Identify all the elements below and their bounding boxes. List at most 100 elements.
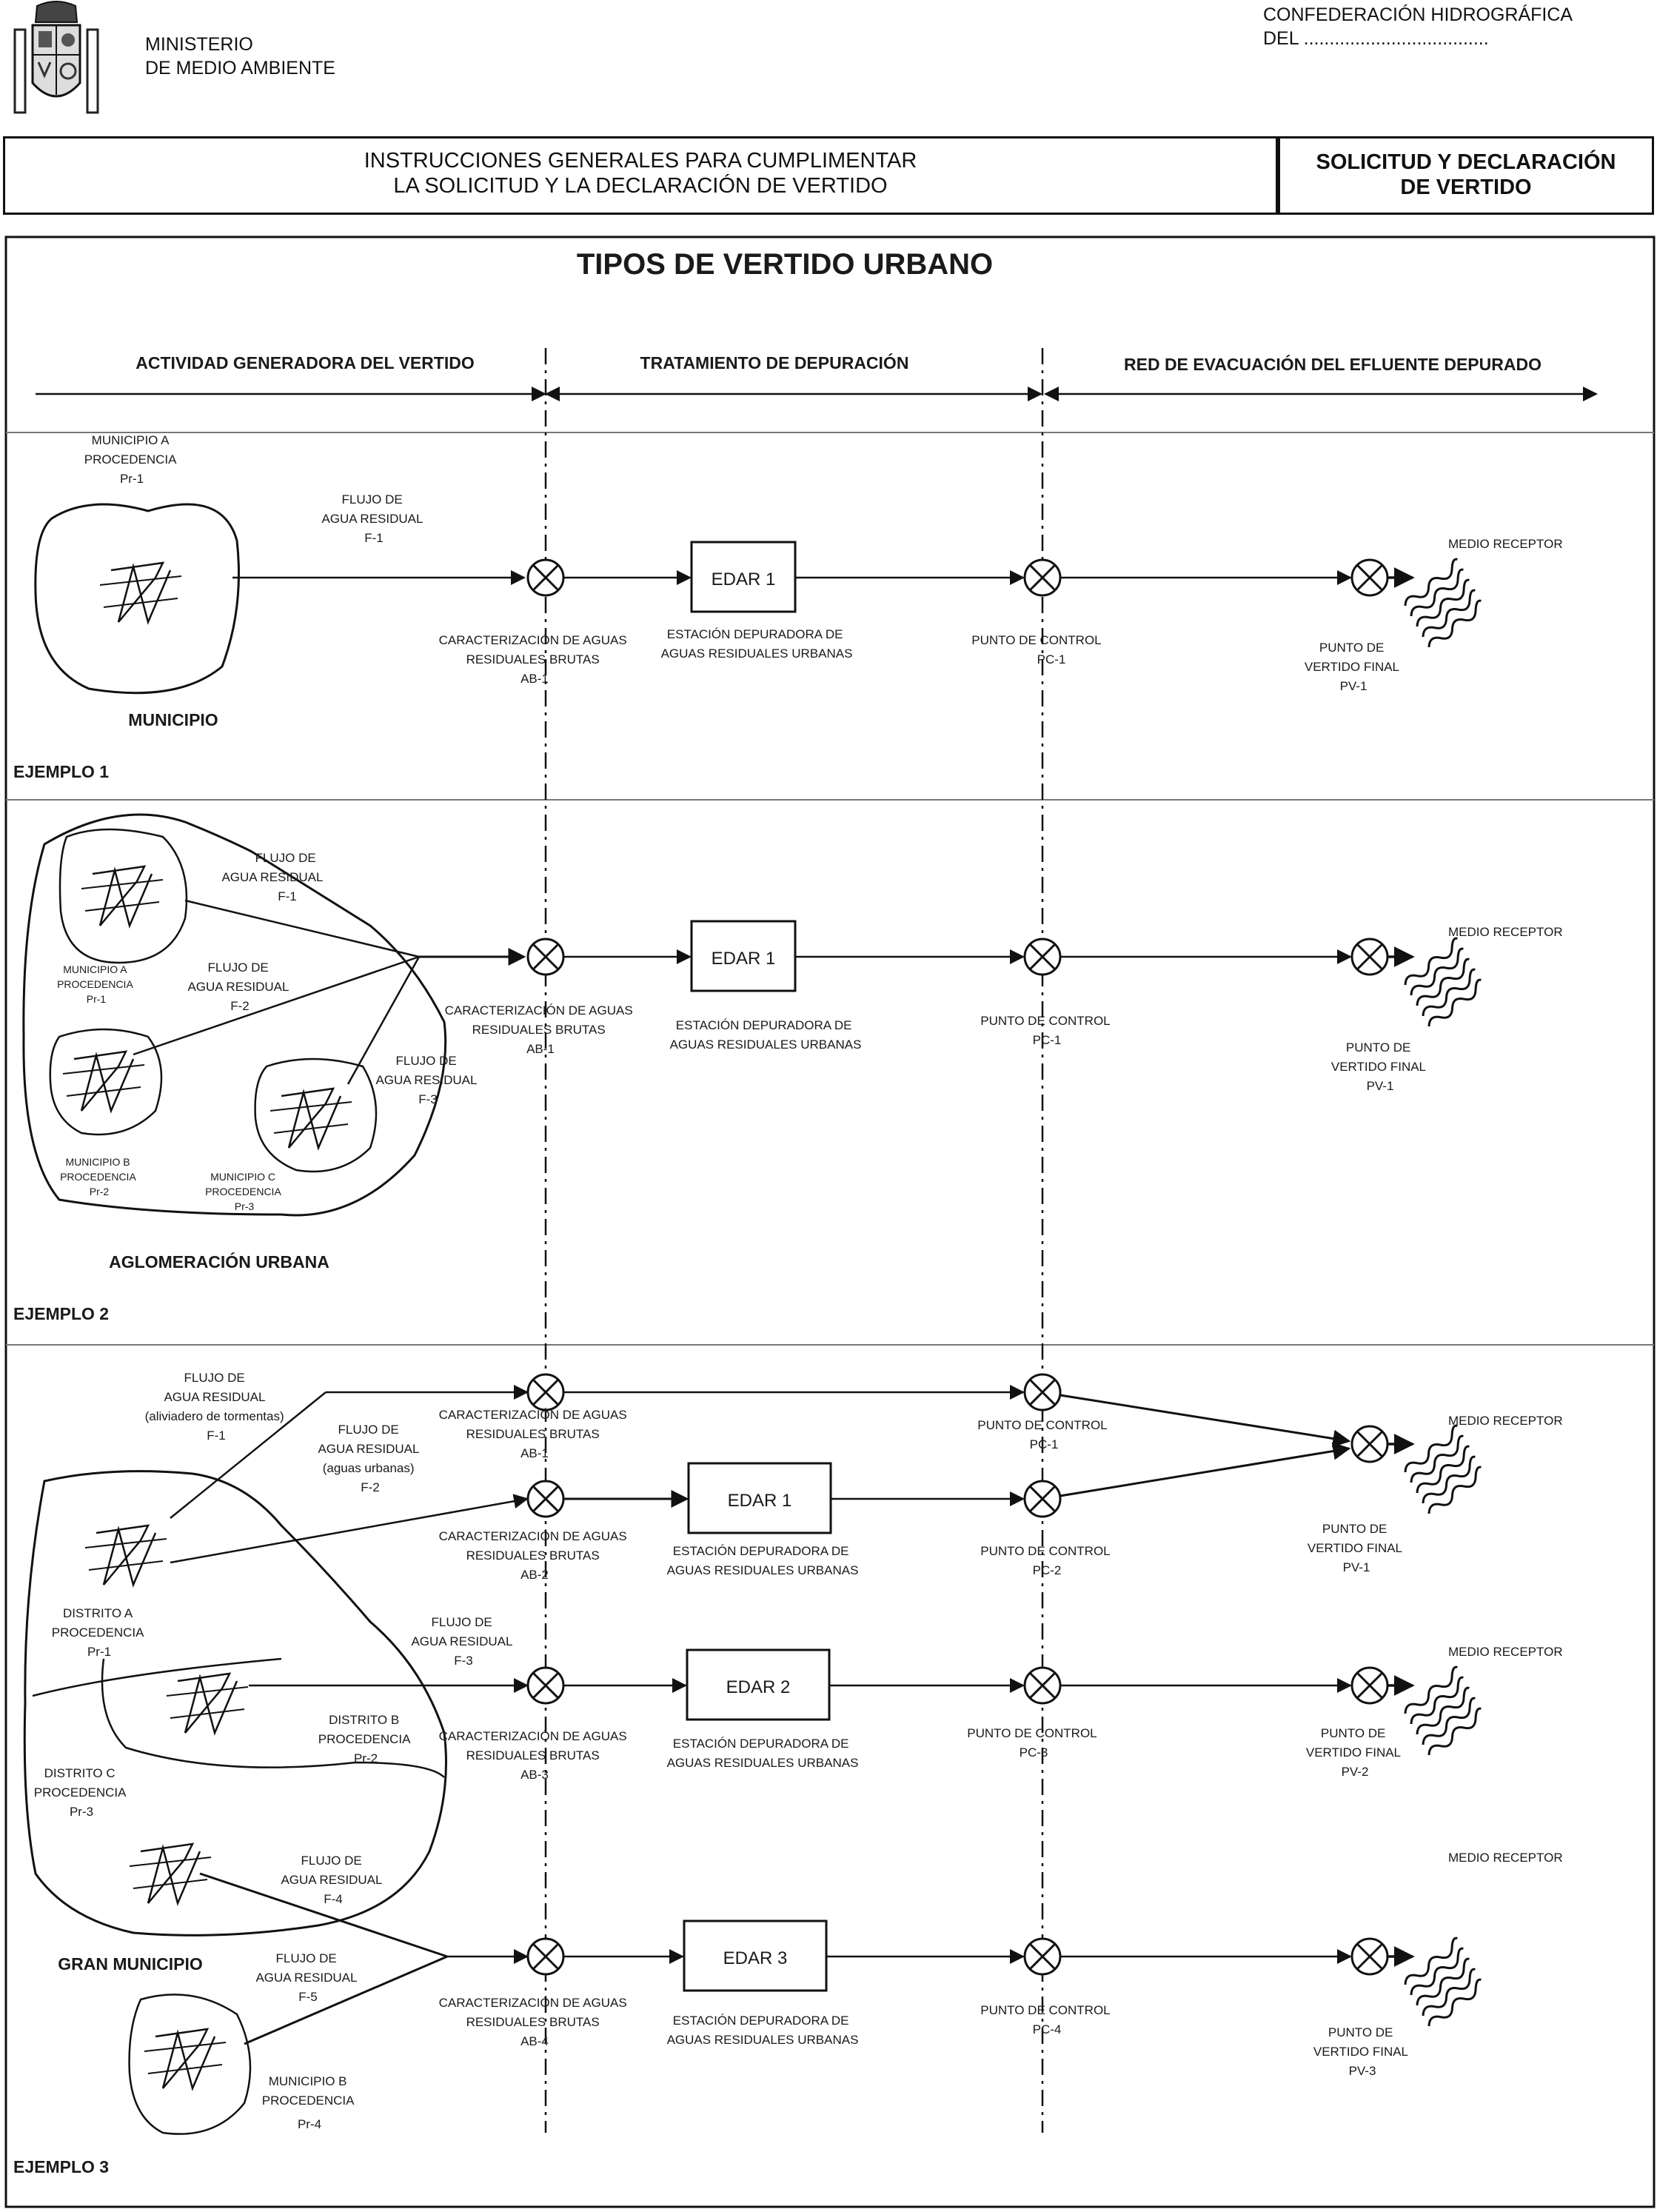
final-discharge-node [1350, 1666, 1389, 1705]
characterization-point-node [526, 1666, 565, 1705]
flow-label-f1: FLUJO DE AGUA RESIDUAL (aliviadero de to… [145, 1371, 288, 1443]
flow-label-f2: FLUJO DE AGUA RESIDUAL (aguas urbanas) F… [318, 1423, 422, 1494]
example-1: MUNICIPIO A PROCEDENCIA Pr-1 MUNICIPIO E… [13, 433, 1563, 781]
instructions-title-line2: LA SOLICITUD Y LA DECLARACIÓN DE VERTIDO [393, 174, 888, 198]
characterization-point-node [526, 558, 565, 597]
flow-line [244, 1955, 448, 2045]
municipality-area-a [58, 828, 188, 964]
flow-line [170, 1494, 529, 1564]
flow-label-f3: FLUJO DE AGUA RESIDUAL F-3 [411, 1615, 515, 1668]
final-discharge-label: PUNTO DE VERTIDO FINAL PV-1 [1331, 1040, 1429, 1093]
characterization-label: CARACTERIZACIÓN DE AGUAS RESIDUALES BRUT… [439, 1529, 631, 1582]
control-point-label: PUNTO DE CONTROL PC-1 [971, 633, 1104, 666]
municipality-area [34, 503, 240, 695]
district-map-icon [128, 1842, 212, 1905]
flow-label: FLUJO DE AGUA RESIDUAL F-1 [321, 492, 426, 545]
municipality-map-icon [143, 2028, 227, 2090]
municipality-map-icon [269, 1087, 353, 1149]
treatment-plant-name: EDAR 3 [723, 1948, 788, 1968]
example-2: MUNICIPIO A PROCEDENCIA Pr-1 MUNICIPIO B… [13, 813, 1563, 1323]
municipality-b-label: MUNICIPIO B PROCEDENCIA Pr-4 [262, 2074, 357, 2131]
flow-line [1060, 1442, 1351, 1497]
flow-line [170, 1391, 327, 1519]
control-point-label: PUNTO DE CONTROL PC-4 [980, 2003, 1113, 2036]
municipality-map-icon [98, 561, 183, 624]
municipality-a-label: MUNICIPIO A PROCEDENCIA Pr-1 [57, 963, 135, 1005]
treatment-plant-label: ESTACIÓN DEPURADORA DE AGUAS RESIDUALES … [667, 2014, 859, 2047]
municipality-b-label: MUNICIPIO B PROCEDENCIA Pr-2 [60, 1156, 138, 1197]
final-discharge-node [1350, 558, 1389, 597]
instructions-header-box [3, 136, 1278, 215]
receiving-water-icon [1402, 1937, 1487, 2030]
confederation-line2: DEL .................................... [1263, 28, 1489, 49]
receiving-medium-label: MEDIO RECEPTOR [1448, 537, 1563, 551]
large-municipality-area [23, 1470, 447, 1937]
district-c-label: DISTRITO C PROCEDENCIA Pr-3 [34, 1766, 129, 1819]
treatment-plant-box [683, 1919, 828, 1992]
receiving-medium-label: MEDIO RECEPTOR [1448, 1851, 1563, 1865]
ministry-name-line2: DE MEDIO AMBIENTE [145, 58, 335, 78]
coat-of-arms-emblem [13, 1, 99, 114]
receiving-water-icon [1402, 1425, 1487, 1517]
district-map-icon [165, 1672, 250, 1734]
municipality-label: MUNICIPIO A PROCEDENCIA Pr-1 [84, 433, 179, 486]
characterization-label: CARACTERIZACIÓN DE AGUAS RESIDUALES BRUT… [439, 1408, 631, 1460]
characterization-label: CARACTERIZACIÓN DE AGUAS RESIDUALES BRUT… [439, 1729, 631, 1782]
flow-label-f1: FLUJO DE AGUA RESIDUAL F-1 [221, 851, 326, 903]
example-label: EJEMPLO 2 [13, 1304, 109, 1323]
receiving-water-icon [1402, 938, 1487, 1030]
district-boundary [101, 1658, 445, 1778]
final-discharge-label: PUNTO DE VERTIDO FINAL PV-1 [1308, 1522, 1405, 1574]
receiving-water-icon [1402, 1666, 1487, 1759]
form-title-box [1278, 136, 1654, 215]
receiving-medium-label: MEDIO RECEPTOR [1448, 925, 1563, 939]
treatment-plant-label: ESTACIÓN DEPURADORA DE AGUAS RESIDUALES … [661, 627, 853, 661]
flow-line [1060, 1394, 1351, 1448]
flow-label-f2: FLUJO DE AGUA RESIDUAL F-2 [187, 960, 292, 1013]
area-name: AGLOMERACIÓN URBANA [109, 1252, 329, 1272]
flow-line [199, 1872, 448, 1958]
district-map-icon [84, 1524, 168, 1586]
treatment-plant-name: EDAR 2 [726, 1677, 791, 1697]
final-discharge-label: PUNTO DE VERTIDO FINAL PV-1 [1305, 641, 1402, 693]
area-name: GRAN MUNICIPIO [58, 1954, 203, 1974]
treatment-plant-box [690, 541, 797, 613]
treatment-plant-name: EDAR 1 [712, 949, 776, 969]
municipality-area-b [49, 1028, 163, 1136]
municipality-area-b [128, 1994, 252, 2135]
example-label: EJEMPLO 3 [13, 2157, 109, 2176]
characterization-point-node [526, 1937, 565, 1976]
characterization-label: CARACTERIZACIÓN DE AGUAS RESIDUALES BRUT… [445, 1003, 637, 1056]
confederation-line1: CONFEDERACIÓN HIDROGRÁFICA [1263, 4, 1573, 25]
example-3: DISTRITO A PROCEDENCIA Pr-1 DISTRITO B P… [13, 1371, 1563, 2176]
form-title-line1: SOLICITUD Y DECLARACIÓN [1316, 150, 1616, 174]
treatment-plant-label: ESTACIÓN DEPURADORA DE AGUAS RESIDUALES … [667, 1737, 859, 1770]
treatment-plant-box [690, 920, 797, 992]
control-point-node [1023, 1666, 1062, 1705]
control-point-node [1023, 1480, 1062, 1518]
flow-line [184, 899, 420, 958]
treatment-plant-label: ESTACIÓN DEPURADORA DE AGUAS RESIDUALES … [667, 1544, 859, 1577]
treatment-plant-label: ESTACIÓN DEPURADORA DE AGUAS RESIDUALES … [670, 1018, 862, 1052]
treatment-plant-name: EDAR 1 [712, 569, 776, 589]
agglomeration-area [22, 813, 447, 1217]
characterization-point-node [526, 938, 565, 976]
district-boundary [32, 1657, 282, 1697]
form-title-line2: DE VERTIDO [1400, 176, 1532, 199]
diagram-title: TIPOS DE VERTIDO URBANO [577, 248, 993, 281]
control-point-node [1023, 1373, 1062, 1411]
column-heading-network: RED DE EVACUACIÓN DEL EFLUENTE DEPURADO [1124, 354, 1541, 374]
characterization-label: CARACTERIZACIÓN DE AGUAS RESIDUALES BRUT… [439, 633, 631, 686]
control-point-label: PUNTO DE CONTROL PC-2 [980, 1544, 1113, 1577]
characterization-label: CARACTERIZACIÓN DE AGUAS RESIDUALES BRUT… [439, 1996, 631, 2048]
municipality-c-label: MUNICIPIO C PROCEDENCIA Pr-3 [205, 1171, 284, 1212]
final-discharge-label: PUNTO DE VERTIDO FINAL PV-3 [1313, 2025, 1411, 2078]
area-name: MUNICIPIO [128, 710, 218, 729]
column-heading-treatment: TRATAMIENTO DE DEPURACIÓN [640, 352, 909, 372]
municipality-map-icon [61, 1050, 146, 1112]
flow-label-f3: FLUJO DE AGUA RESIDUAL F-3 [375, 1054, 480, 1106]
receiving-water-icon [1402, 558, 1487, 651]
flow-label-f5: FLUJO DE AGUA RESIDUAL F-5 [255, 1951, 360, 2004]
final-discharge-node [1350, 938, 1389, 976]
